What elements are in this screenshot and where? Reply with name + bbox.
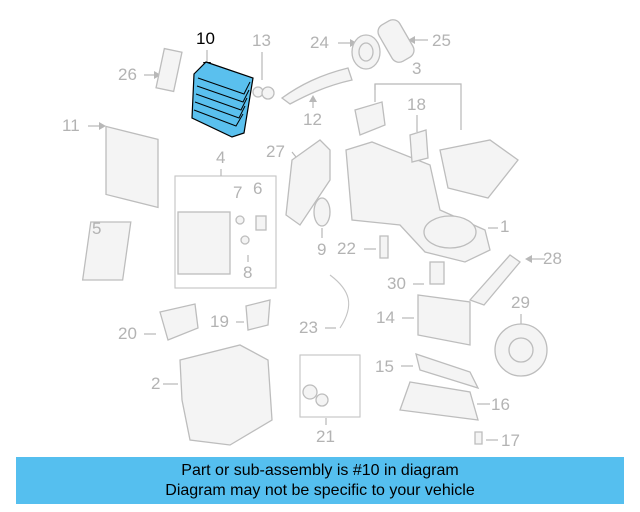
caption-line-2: Diagram may not be specific to your vehi… — [165, 482, 475, 499]
callout-21[interactable]: 21 — [316, 427, 335, 446]
callout-27[interactable]: 27 — [266, 142, 285, 161]
greyed-parts — [81, 19, 548, 446]
callout-9[interactable]: 9 — [317, 240, 326, 259]
callout-1[interactable]: 1 — [500, 217, 509, 236]
callout-28[interactable]: 28 — [543, 249, 562, 268]
callout-25[interactable]: 25 — [432, 31, 451, 50]
callout-7[interactable]: 7 — [233, 183, 242, 202]
callout-17[interactable]: 17 — [501, 431, 520, 450]
callout-3[interactable]: 3 — [412, 59, 421, 78]
callout-15[interactable]: 15 — [375, 357, 394, 376]
callout-13[interactable]: 13 — [252, 31, 271, 50]
callout-4[interactable]: 4 — [216, 148, 225, 167]
callout-12[interactable]: 12 — [303, 110, 322, 129]
callout-20[interactable]: 20 — [118, 324, 137, 343]
callout-19[interactable]: 19 — [210, 312, 229, 331]
callout-11[interactable]: 11 — [62, 116, 80, 135]
callout-29[interactable]: 29 — [511, 293, 530, 312]
callout-22[interactable]: 22 — [337, 239, 356, 258]
parts-diagram: 10 13 24 25 26 3 18 11 12 27 4 7 6 5 1 9… — [62, 19, 562, 450]
leader-lines — [88, 36, 545, 441]
callout-6[interactable]: 6 — [253, 179, 262, 198]
callout-18[interactable]: 18 — [407, 95, 426, 114]
part-10-highlighted[interactable] — [191, 61, 254, 138]
callout-23[interactable]: 23 — [299, 318, 318, 337]
callout-10[interactable]: 10 — [196, 29, 215, 48]
callout-2[interactable]: 2 — [151, 374, 160, 393]
caption-banner: Part or sub-assembly is #10 in diagram D… — [16, 457, 624, 504]
callout-24[interactable]: 24 — [310, 33, 329, 52]
callout-5[interactable]: 5 — [92, 219, 101, 238]
callout-14[interactable]: 14 — [376, 308, 395, 327]
callout-30[interactable]: 30 — [387, 274, 406, 293]
callout-26[interactable]: 26 — [118, 65, 137, 84]
caption-line-1: Part or sub-assembly is #10 in diagram — [181, 462, 459, 479]
callout-16[interactable]: 16 — [491, 395, 510, 414]
callout-8[interactable]: 8 — [243, 263, 252, 282]
callout-labels: 10 13 24 25 26 3 18 11 12 27 4 7 6 5 1 9… — [62, 29, 562, 450]
